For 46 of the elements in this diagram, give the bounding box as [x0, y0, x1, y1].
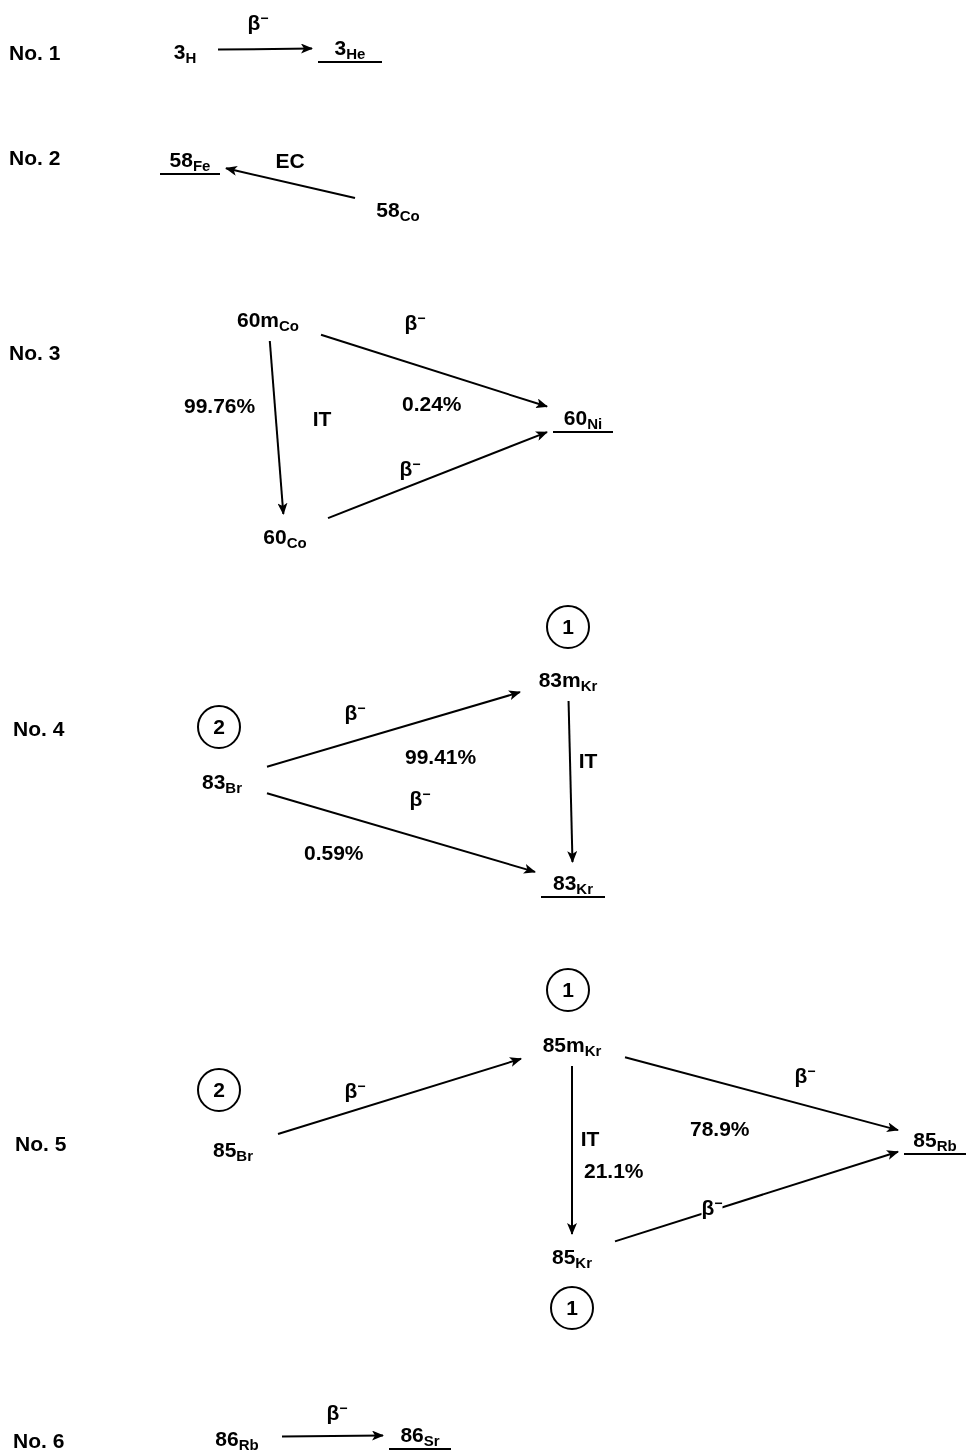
circled-number: 1 — [546, 968, 590, 1012]
nuclide-label: 60$_{Co}$ — [250, 520, 320, 550]
nuclide-label: 3$_{He}$ — [318, 33, 382, 63]
arrow — [327, 431, 548, 520]
branching-percentage: 0.24% — [402, 392, 462, 414]
circled-number: 2 — [197, 1068, 241, 1112]
arrow — [614, 1150, 899, 1243]
nuclide-label: 85$_{Br}$ — [196, 1133, 270, 1163]
circled-number: 1 — [550, 1286, 594, 1330]
row-number: No. 6 — [13, 1429, 65, 1451]
row-number: No. 3 — [9, 341, 61, 363]
row-number: No. 5 — [15, 1132, 67, 1154]
arrow — [320, 333, 548, 408]
nuclide-label: 86$_{Sr}$ — [389, 1420, 451, 1450]
arrow — [266, 792, 536, 874]
arrow — [567, 700, 578, 863]
branching-percentage: 21.1% — [584, 1159, 644, 1181]
arrow — [624, 1056, 899, 1133]
nuclide-label: 85m$_{Kr}$ — [527, 1028, 617, 1058]
arrow — [281, 1430, 384, 1441]
circled-number: 1 — [546, 605, 590, 649]
nuclide-label: 60m$_{Co}$ — [223, 303, 313, 333]
arrow — [266, 690, 521, 768]
arrow — [277, 1057, 522, 1136]
row-number: No. 2 — [9, 146, 61, 168]
arrow — [567, 1065, 577, 1235]
nuclide-label: 58$_{Fe}$ — [160, 145, 220, 175]
branching-percentage: 99.76% — [184, 394, 256, 416]
nuclide-label: 85$_{Rb}$ — [904, 1125, 966, 1155]
nuclide-label: 60$_{Ni}$ — [553, 403, 613, 433]
nuclide-label: 86$_{Rb}$ — [200, 1422, 274, 1452]
nuclide-label: 83m$_{Kr}$ — [526, 663, 610, 693]
branching-percentage: 78.9% — [690, 1117, 750, 1139]
nuclide-label: 3$_{H}$ — [160, 35, 210, 65]
arrow — [225, 165, 356, 200]
row-number: No. 1 — [9, 41, 61, 63]
row-number: No. 4 — [13, 717, 65, 739]
circled-number: 2 — [197, 705, 241, 749]
nuclide-label: 85$_{Kr}$ — [537, 1240, 607, 1270]
nuclide-label: 83$_{Br}$ — [185, 765, 259, 795]
branching-percentage: 99.41% — [405, 745, 477, 767]
branching-percentage: 0.59% — [304, 841, 364, 863]
arrow — [217, 43, 313, 54]
nuclide-label: 83$_{Kr}$ — [541, 868, 605, 898]
nuclide-label: 58$_{Co}$ — [363, 193, 433, 223]
arrow — [268, 340, 288, 515]
